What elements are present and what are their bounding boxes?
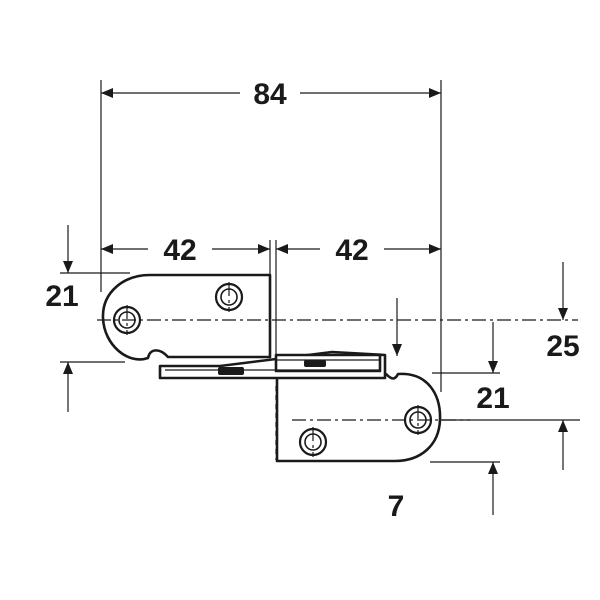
center-lines	[97, 282, 578, 460]
dimension-lines	[63, 88, 568, 515]
dimension-labels: 84 42 42 21 25 21 7	[45, 78, 579, 523]
dim-overall-width: 84	[253, 78, 287, 111]
dim-left-height: 21	[45, 280, 78, 313]
dim-bottom-offset: 7	[388, 490, 405, 523]
dim-right-offset-top: 25	[546, 330, 579, 363]
dim-right-leaf-width: 42	[335, 234, 368, 267]
hinge-center-link	[158, 350, 387, 380]
dim-left-leaf-width: 42	[163, 234, 196, 267]
dim-right-height: 21	[476, 382, 509, 415]
